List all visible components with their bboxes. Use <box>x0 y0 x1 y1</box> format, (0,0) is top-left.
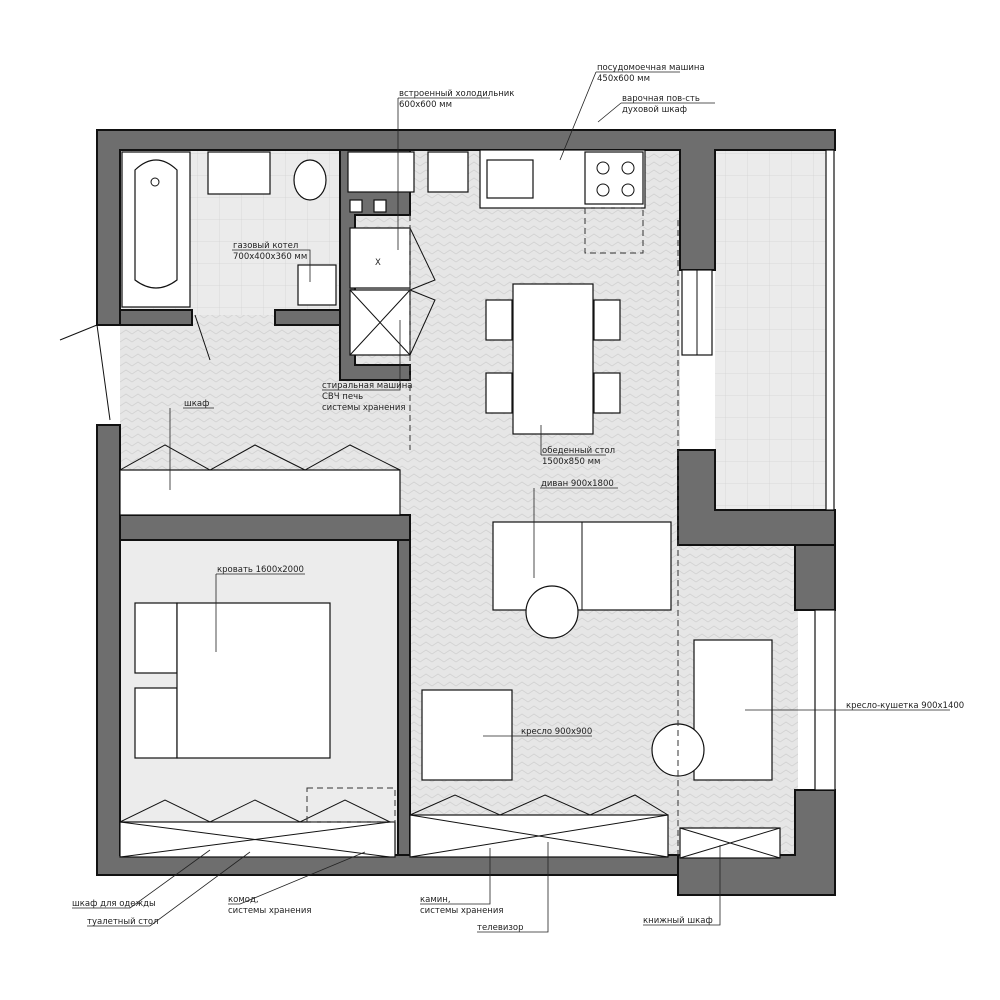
label-dining-table: обеденный стол <box>542 446 615 456</box>
label-fridge-size: 600х600 мм <box>399 100 452 110</box>
label-oven: духовой шкаф <box>622 105 687 115</box>
label-dishwasher: посудомоечная машина <box>597 63 705 73</box>
label-dining-table-size: 1500х850 мм <box>542 457 600 467</box>
label-dishwasher-size: 450х600 мм <box>597 74 650 84</box>
kitchen-sink <box>486 159 534 199</box>
label-hall-wardrobe: шкаф <box>184 399 209 409</box>
windows <box>681 149 836 791</box>
drain-icon <box>150 177 160 187</box>
label-tv: телевизор <box>477 923 524 933</box>
label-fireplace: камин, <box>420 895 451 905</box>
living <box>409 215 781 859</box>
label-bookcase: книжный шкаф <box>643 916 713 926</box>
fridge <box>349 227 411 289</box>
label-closet: шкаф для одежды <box>72 899 156 909</box>
dining-set <box>485 283 621 435</box>
label-fridge: встроенный холодильник <box>399 89 514 99</box>
label-daybed: кресло-кушетка 900х1400 <box>846 701 964 711</box>
label-bed: кровать 1600х2000 <box>217 565 304 575</box>
leader-lines <box>72 71 950 933</box>
dining-table <box>512 283 594 435</box>
label-fireplace-storage: системы хранения <box>420 906 504 916</box>
label-dressing-table: туалетный стол <box>87 917 159 927</box>
label-boiler: газовый котел <box>233 241 298 251</box>
sink <box>207 151 271 195</box>
boiler <box>297 264 337 306</box>
label-dresser-storage: системы хранения <box>228 906 312 916</box>
label-sofa: диван 900х1800 <box>541 479 614 489</box>
label-boiler-size: 700х400х360 мм <box>233 252 307 262</box>
label-microwave: СВЧ печь <box>322 392 363 402</box>
label-hob: варочная пов-сть <box>622 94 700 104</box>
toilet <box>293 159 327 201</box>
label-storage: системы хранения <box>322 403 406 413</box>
armchair <box>421 689 513 781</box>
annotations: встроенный холодильник 600х600 мм посудо… <box>72 63 964 933</box>
fridge-mark: X <box>375 258 381 268</box>
hall-wardrobe <box>119 444 401 516</box>
label-armchair: кресло 900х900 <box>521 727 592 737</box>
bed <box>176 602 331 759</box>
label-washer: стиральная машина <box>322 381 412 391</box>
bathroom-fixtures <box>59 151 337 421</box>
hob <box>584 151 644 205</box>
bedroom <box>119 602 396 858</box>
coffee-table <box>525 585 579 639</box>
label-dresser: комод, <box>228 895 259 905</box>
